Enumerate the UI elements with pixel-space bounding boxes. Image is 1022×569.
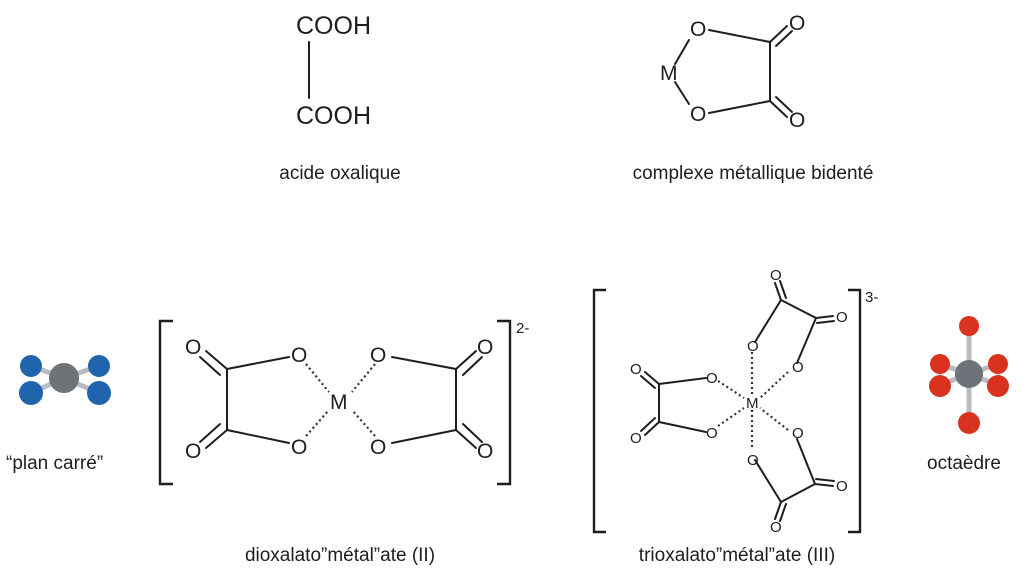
caption-oxalic-acid: acide oxalique [279, 163, 400, 184]
caption-trioxalato: trioxalato”métal”ate (III) [639, 545, 835, 566]
ligand-sphere [88, 355, 110, 377]
oxygen-atom: O [747, 452, 759, 469]
oxygen-atom: O [789, 109, 805, 132]
oxygen-atom: O [789, 12, 805, 35]
oxygen-atom: O [770, 267, 782, 284]
metal-sphere [955, 360, 983, 388]
oxygen-atom: O [370, 436, 386, 459]
oxygen-atom: O [630, 361, 642, 378]
caption-bidentate: complexe métallique bidenté [633, 163, 874, 184]
metal-atom: M [330, 391, 348, 414]
cooh-top: COOH [296, 12, 371, 40]
bidentate-complex-structure: M O O O O [660, 12, 805, 132]
oxygen-atom: O [291, 344, 307, 367]
oxygen-atom: O [185, 336, 201, 359]
oxygen-atom: O [291, 436, 307, 459]
charge-label: 3- [865, 289, 878, 306]
oxygen-atom: O [706, 425, 718, 442]
ligand-sphere [958, 412, 980, 434]
metal-atom: M [660, 62, 678, 85]
oxygen-atom: O [370, 344, 386, 367]
square-plane-model [19, 355, 111, 405]
oxygen-atom: O [770, 519, 782, 536]
oxygen-atom: O [836, 478, 848, 495]
left-bracket [592, 288, 606, 534]
metal-sphere [49, 363, 79, 393]
oxygen-atom: O [792, 359, 804, 376]
caption-dioxalato: dioxalato”métal”ate (II) [245, 545, 435, 566]
oxygen-atom: O [792, 425, 804, 442]
right-bracket [497, 319, 512, 486]
ligand-sphere [929, 375, 951, 397]
metal-atom: M [746, 395, 759, 412]
ligand-sphere [87, 381, 111, 405]
caption-octahedron: octaèdre [927, 453, 1001, 474]
right-bracket [848, 288, 862, 534]
charge-label: 2- [516, 320, 529, 337]
oxygen-atom: O [185, 440, 201, 463]
left-bracket [158, 319, 173, 486]
trioxalato-complex-structure: 3- M O O O O O [592, 267, 878, 536]
oxygen-atom: O [690, 18, 706, 41]
ligand-sphere [19, 381, 43, 405]
dioxalato-complex-structure: 2- M O O O O O O O O [158, 319, 529, 486]
oxygen-atom: O [836, 309, 848, 326]
oxygen-atom: O [477, 336, 493, 359]
ligand-sphere [988, 354, 1008, 374]
ligand-sphere [987, 375, 1009, 397]
ligand-sphere [930, 354, 950, 374]
oxygen-atom: O [630, 430, 642, 447]
cooh-bottom: COOH [296, 102, 371, 130]
caption-square-plane: “plan carré” [6, 453, 103, 474]
ligand-sphere [20, 355, 42, 377]
octahedron-model [929, 316, 1009, 434]
oxygen-atom: O [706, 370, 718, 387]
oxygen-atom: O [747, 338, 759, 355]
oxalic-acid-structure: COOH COOH [296, 12, 371, 130]
oxygen-atom: O [477, 440, 493, 463]
ligand-sphere [959, 316, 979, 336]
oxygen-atom: O [690, 103, 706, 126]
